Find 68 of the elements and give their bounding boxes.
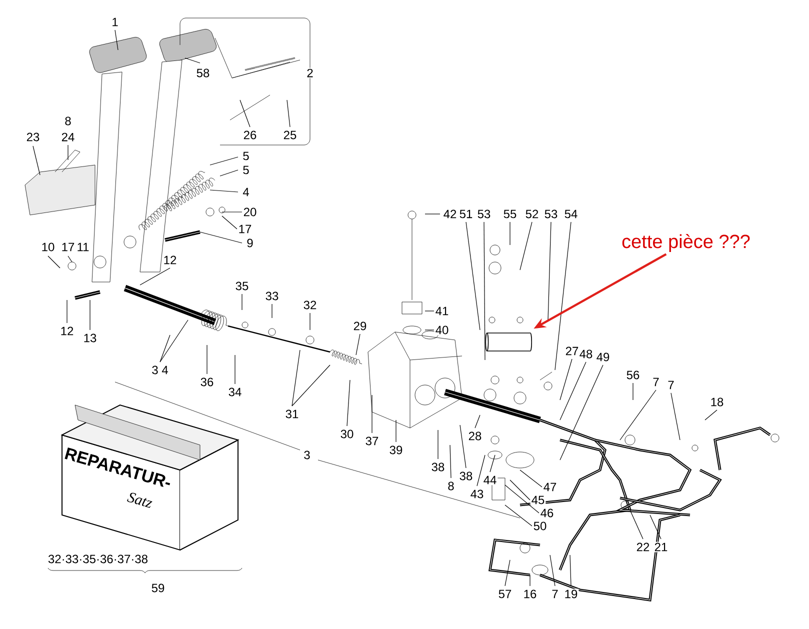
callout-number: 8 — [64, 116, 72, 126]
callout-number: 28 — [467, 430, 483, 442]
callout-number: 12 — [162, 254, 178, 266]
callout-number: 2 — [306, 68, 314, 78]
note: 32·33·35·36·37·38 — [46, 554, 150, 564]
callout-number: 56 — [625, 370, 641, 380]
callout-number: 24 — [60, 132, 76, 142]
callout-number: 31 — [284, 408, 300, 420]
callout-number: 36 — [199, 376, 215, 388]
annotation-text: cette pièce ??? — [622, 234, 750, 252]
callout-number: 53 — [543, 208, 559, 220]
callout-number: 10 — [40, 242, 56, 252]
callout-number: 37 — [364, 436, 380, 446]
callout-number: 40 — [434, 324, 450, 336]
callout-number: 38 — [430, 462, 446, 472]
callout-number: 59 — [150, 582, 166, 594]
callout-number: 43 — [469, 488, 485, 500]
callout-number: 47 — [542, 482, 558, 492]
callout-number: 4 — [242, 186, 250, 198]
callout-number: 46 — [539, 508, 555, 518]
callout-number: 58 — [195, 68, 211, 78]
callout-number: 22 — [635, 542, 651, 552]
callout-number: 26 — [242, 130, 258, 140]
callout-number: 52 — [524, 208, 540, 220]
callout-number: 45 — [530, 494, 546, 506]
callout-number: 19 — [563, 588, 579, 600]
callout-number: 42 — [442, 208, 458, 220]
callout-number: 44 — [482, 474, 498, 486]
callout-number: 12 — [59, 326, 75, 336]
callout-number: 13 — [82, 332, 98, 344]
callout-number: 33 — [264, 290, 280, 302]
callout-number: 50 — [532, 520, 548, 532]
callout-number: 1 — [110, 16, 120, 28]
callout-number: 16 — [522, 588, 538, 600]
callout-number: 32 — [302, 300, 318, 310]
callout-number: 38 — [458, 470, 474, 482]
callout-number: 18 — [709, 396, 725, 408]
callout-number: 7 — [550, 588, 560, 600]
callout-number: 35 — [234, 280, 250, 292]
callout-number: 54 — [563, 208, 579, 220]
callout-number: 7 — [652, 376, 660, 388]
callout-number: 3 4 — [150, 364, 170, 376]
callout-number: 41 — [434, 306, 450, 316]
callout-number: 17 — [60, 242, 76, 252]
callout-number: 23 — [25, 132, 41, 142]
callout-number: 55 — [502, 208, 518, 220]
callout-number: 30 — [339, 428, 355, 440]
callout-number: 27 — [564, 346, 580, 356]
callout-number: 48 — [578, 348, 594, 360]
callout-number: 8 — [446, 480, 456, 492]
callout-number: 51 — [458, 208, 474, 220]
callout-number: 5 — [242, 150, 250, 162]
callout-number: 9 — [246, 238, 254, 248]
piece-drawing — [485, 332, 532, 352]
callout-number: 25 — [282, 130, 298, 140]
callout-number: 57 — [497, 588, 513, 600]
callout-number: 39 — [388, 444, 404, 456]
callout-number: 53 — [476, 208, 492, 220]
callout-number: 34 — [227, 386, 243, 398]
callout-number: 3 — [302, 450, 312, 460]
callout-number: 29 — [352, 320, 368, 332]
callout-number: 17 — [237, 224, 253, 234]
callout-number: 11 — [76, 242, 90, 252]
callout-number: 7 — [666, 380, 676, 390]
callout-number: 49 — [595, 352, 611, 362]
callout-number: 21 — [653, 542, 669, 552]
callout-number: 20 — [242, 206, 258, 218]
callout-number: 5 — [242, 164, 250, 176]
